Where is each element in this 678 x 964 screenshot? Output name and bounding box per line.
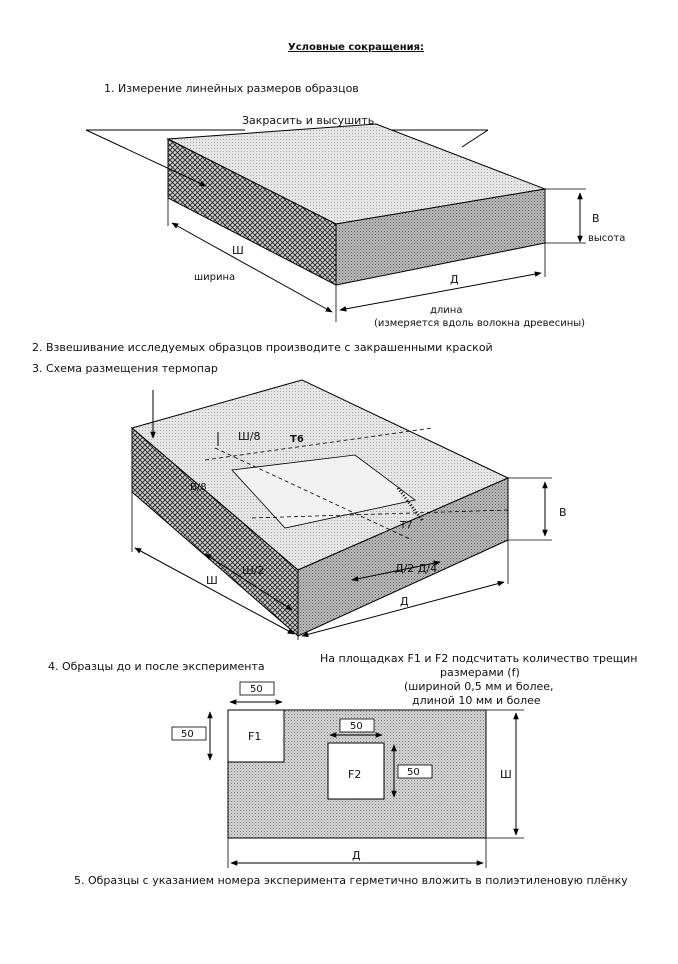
dim50-mid-top: 50 xyxy=(350,721,363,732)
area-f1 xyxy=(227,709,285,763)
length-dim-line xyxy=(339,271,542,312)
center-line-2 xyxy=(251,509,509,519)
height-word: высота xyxy=(588,233,625,244)
height-letter: В xyxy=(592,212,600,225)
crack-note-line-2: размерами (f) xyxy=(440,666,520,679)
label-d2d4: Д/2 Д/4 xyxy=(395,562,437,575)
dim50-mid-right: 50 xyxy=(407,767,420,778)
dim50-mid-right-box xyxy=(397,764,433,779)
dim50-top-box xyxy=(239,681,275,696)
figure-2-thermocouple-box: Ш/8 T6 В/8 Т7 В Д/2 Д/4 Ш/2 Ш Д xyxy=(130,379,567,640)
label-d3: Д xyxy=(352,849,361,862)
item-3-caption: 3. Схема размещения термопар xyxy=(32,362,218,375)
crack-note-line-1: На площадках F1 и F2 подсчитать количест… xyxy=(320,652,637,665)
d2d4-dim-line xyxy=(351,560,441,582)
item-2-caption: 2. Взвешивание исследуемых образцов прои… xyxy=(32,341,493,354)
crack-note-line-4: длиной 10 мм и более xyxy=(412,694,541,707)
item-4-caption: 4. Образцы до и после эксперимента xyxy=(48,660,265,673)
figure-3-top-view: F1 F2 50 50 50 50 Ш Д xyxy=(171,681,524,868)
dim50-left: 50 xyxy=(181,729,194,740)
item-1-caption: 1. Измерение линейных размеров образцов xyxy=(104,82,359,95)
label-t7: Т7 xyxy=(399,520,412,531)
crack-note-line-3: (шириной 0,5 мм и более, xyxy=(404,680,554,693)
page-title: Условные сокращения: xyxy=(288,42,424,53)
label-f1: F1 xyxy=(248,730,261,743)
label-b8: В/8 xyxy=(190,482,207,493)
width-dim-line xyxy=(171,222,333,313)
dim50-mid-top-box xyxy=(339,718,375,733)
center-line-3 xyxy=(214,447,413,541)
center-line-1 xyxy=(204,427,433,461)
paint-pointer-left xyxy=(85,129,207,187)
item-5-caption: 5. Образцы с указанием номера эксперимен… xyxy=(74,874,628,887)
area-f2 xyxy=(327,742,385,800)
label-b: В xyxy=(559,506,567,519)
inner-cut-region xyxy=(231,454,416,529)
length-word: длина xyxy=(430,305,462,316)
width-word: ширина xyxy=(194,272,235,283)
label-f2: F2 xyxy=(348,768,361,781)
label-w8: Ш/8 xyxy=(238,430,260,443)
paint-label: Закрасить и высушить xyxy=(242,114,374,127)
d-dim-line xyxy=(301,580,505,638)
dim50-left-box xyxy=(171,726,207,741)
length-note: (измеряется вдоль волокна древесины) xyxy=(374,318,585,329)
width-letter: Ш xyxy=(232,244,244,257)
w-dim-line xyxy=(134,547,295,635)
figure-1-sample-box: Закрасить и высушить В высота Ш ширина Д… xyxy=(85,114,625,329)
inner-hatch xyxy=(396,487,424,521)
label-w2: Ш/2 xyxy=(242,564,264,577)
length-letter: Д xyxy=(450,273,459,286)
label-t6: T6 xyxy=(290,434,304,445)
label-w: Ш xyxy=(206,574,218,587)
paint-pointer xyxy=(461,129,489,148)
dim50-top: 50 xyxy=(250,684,263,695)
label-w3: Ш xyxy=(500,768,512,781)
label-d: Д xyxy=(400,595,409,608)
